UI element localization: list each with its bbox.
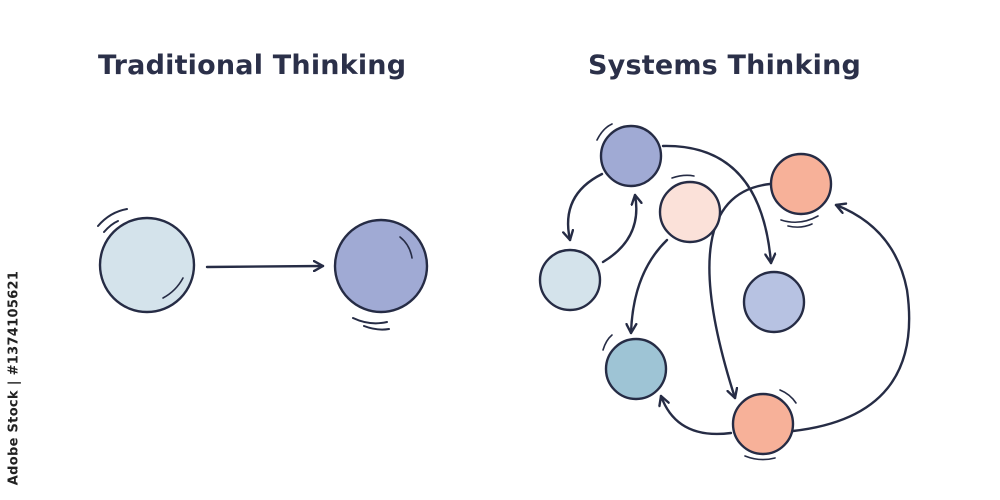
systems-diagram xyxy=(538,123,911,461)
traditional-diagram xyxy=(97,208,429,331)
arrow-orange-to-bottom xyxy=(708,182,772,400)
arrow-top-to-left xyxy=(568,172,604,242)
arrow-bottom-to-orange xyxy=(791,205,911,433)
arrow-left-to-top xyxy=(601,193,636,264)
traditional-thinking-title: Traditional Thinking xyxy=(98,50,407,81)
system-node-left xyxy=(538,248,602,312)
systems-thinking-title: Systems Thinking xyxy=(588,50,862,81)
direct-arrow xyxy=(205,266,325,267)
system-node-top xyxy=(596,123,663,188)
system-node-lavender-mid xyxy=(742,270,806,334)
arrow-top-to-right-mid xyxy=(661,144,771,265)
system-node-orange-bottom xyxy=(731,389,797,461)
cause-node xyxy=(97,208,196,314)
system-node-peach-pale xyxy=(658,174,722,244)
arrow-peach-to-teal xyxy=(631,238,669,335)
system-node-teal xyxy=(602,334,668,401)
feedback-arrows xyxy=(568,144,911,436)
system-node-orange-top xyxy=(769,152,833,228)
effect-node xyxy=(333,218,429,331)
arrow-bottom-to-teal xyxy=(661,394,733,436)
